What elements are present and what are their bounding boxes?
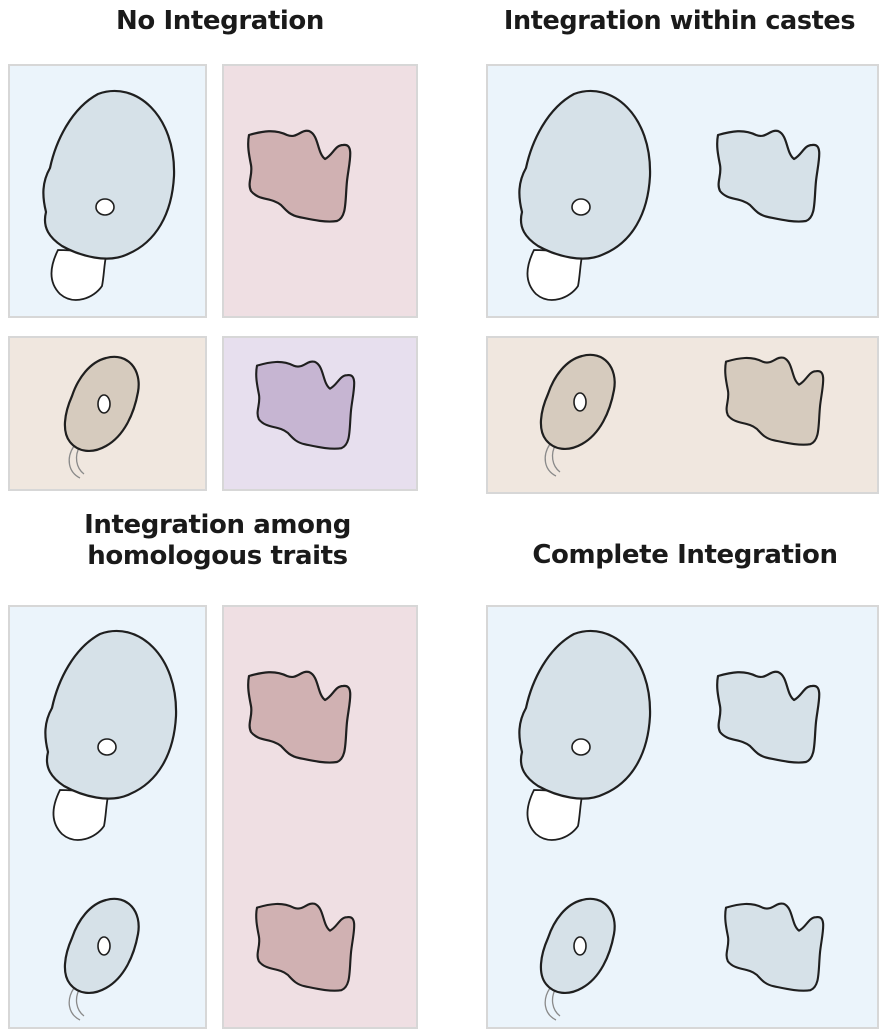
mesosoma-icon	[247, 129, 352, 223]
mesosoma-outline	[247, 670, 352, 764]
mesosoma-icon	[716, 670, 821, 764]
mesosoma-outline	[716, 129, 821, 223]
mesosoma-outline	[255, 360, 356, 450]
eye-icon	[573, 936, 587, 956]
eye-icon	[573, 392, 587, 412]
mesosoma-outline	[247, 129, 352, 223]
small-head-icon	[539, 353, 616, 477]
eye-icon	[97, 738, 117, 756]
large-head-icon	[44, 629, 178, 841]
eye-icon	[97, 394, 111, 414]
head-outline	[42, 89, 176, 260]
head-outline	[518, 629, 652, 800]
title-complete-integration: Complete Integration	[532, 540, 838, 570]
eye-icon	[571, 198, 591, 216]
small-head-icon	[63, 897, 140, 1021]
mesosoma-outline	[724, 902, 825, 992]
mesosoma-icon	[255, 902, 356, 992]
title-integration-among-homologous-traits: Integration among homologous traits	[84, 510, 351, 572]
small-head-icon	[63, 355, 140, 479]
title-no-integration: No Integration	[115, 6, 324, 36]
large-head-icon	[518, 629, 652, 841]
mesosoma-icon	[724, 902, 825, 992]
mesosoma-icon	[247, 670, 352, 764]
eye-icon	[95, 198, 115, 216]
small-head-icon	[539, 897, 616, 1021]
large-head-icon	[518, 89, 652, 301]
title-integration-within-castes: Integration within castes	[503, 6, 856, 36]
mesosoma-outline	[716, 670, 821, 764]
large-head-icon	[42, 89, 176, 301]
eye-icon	[571, 738, 591, 756]
mesosoma-icon	[255, 360, 356, 450]
mesosoma-icon	[724, 356, 825, 446]
head-outline	[518, 89, 652, 260]
eye-icon	[97, 936, 111, 956]
mesosoma-icon	[716, 129, 821, 223]
mesosoma-outline	[255, 902, 356, 992]
head-outline	[44, 629, 178, 800]
mesosoma-outline	[724, 356, 825, 446]
